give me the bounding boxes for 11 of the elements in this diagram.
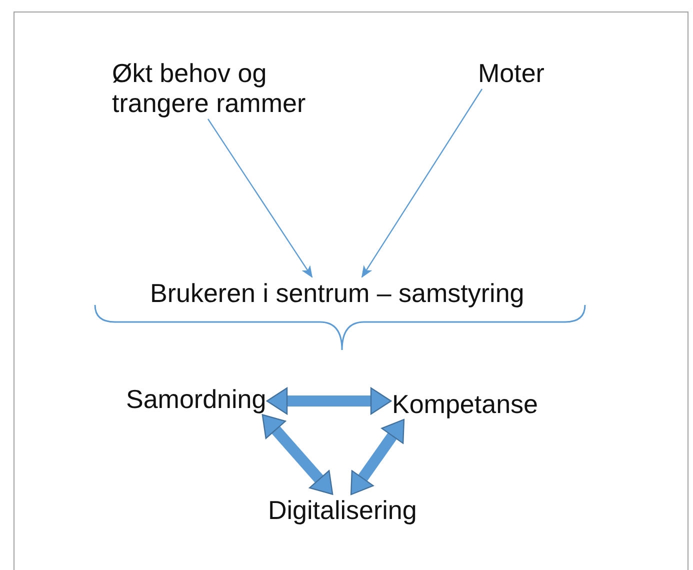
text-label: Økt behov og trangere rammer [112, 58, 334, 118]
text-label: Samordning [126, 384, 266, 414]
double-arrow [262, 414, 334, 495]
double-arrow [266, 387, 392, 415]
text-label: Kompetanse [392, 389, 538, 419]
arrow [208, 118, 313, 278]
arrow [361, 88, 482, 278]
text-label: Moter [478, 58, 544, 88]
text-label: Digitalisering [268, 495, 417, 525]
text-label: Brukeren i sentrum – samstyring [150, 278, 524, 308]
double-arrow [350, 418, 405, 496]
